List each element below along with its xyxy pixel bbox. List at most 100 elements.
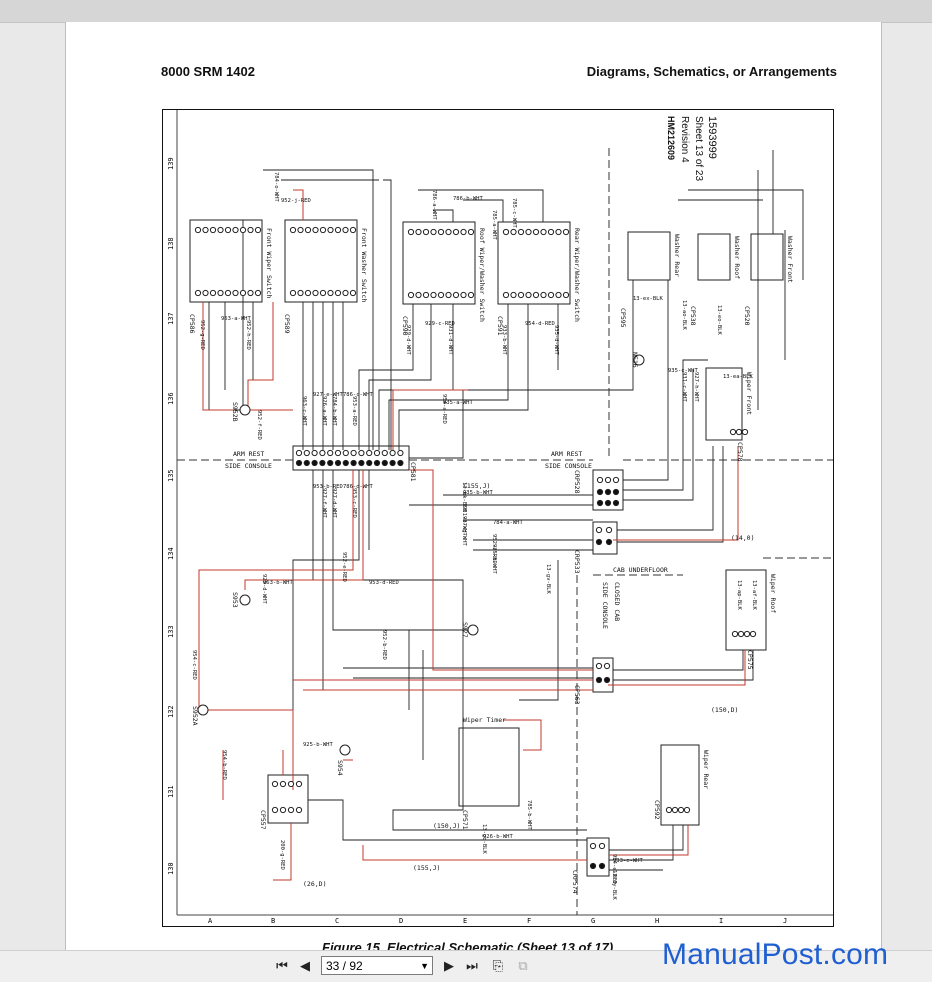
connector-pin — [247, 226, 254, 234]
next-page-icon[interactable]: ▶ — [444, 958, 454, 973]
connector-label: CRP533 — [573, 550, 581, 574]
copy-icon[interactable]: ⧉ — [518, 958, 528, 973]
connector-pin — [743, 630, 751, 638]
grid-letter: G — [591, 917, 595, 925]
connector-pin — [358, 459, 365, 467]
wire-label: 786-b-WHT — [453, 196, 483, 202]
viewer-top-bar — [0, 0, 932, 23]
connector-pin — [749, 630, 757, 638]
connector-pin — [596, 488, 604, 496]
connector-pin — [525, 228, 532, 236]
connector-pin — [596, 499, 604, 507]
connector-pin — [289, 226, 297, 234]
connector-pin — [311, 449, 318, 457]
wiper-rear-label: Wiper Rear — [702, 750, 710, 789]
wire-label: 786-a-WHT — [431, 190, 437, 220]
connector-pin — [287, 806, 295, 814]
wire-label: 953-c-RED — [351, 488, 357, 518]
chevron-down-icon[interactable]: ▼ — [420, 961, 429, 971]
wire-label: 785-c-WHT — [511, 198, 517, 228]
connector-pin — [407, 291, 415, 299]
wire-label: 954-a-RED — [441, 394, 447, 424]
grid-letter: F — [527, 917, 531, 925]
connector-pin — [604, 488, 612, 496]
side-console-label: SIDE CONSOLE — [601, 582, 609, 629]
connector-label: CP578 — [736, 442, 744, 462]
prev-page-icon[interactable]: ◀ — [300, 958, 310, 973]
connector-pin — [304, 226, 312, 234]
connector-pin — [415, 228, 422, 236]
wire-label: 784-a-WHT — [493, 520, 523, 526]
connector-pin — [224, 226, 232, 234]
connector-label: CRP528 — [573, 470, 581, 494]
wire-label: 952-e-RED — [341, 552, 347, 582]
wire-label: 925-b-WHT — [303, 742, 333, 748]
connector-pin — [334, 449, 342, 457]
sheet-reference: (155,J) — [463, 482, 490, 490]
grid-letter: A — [208, 917, 213, 925]
connector-pin — [595, 526, 603, 534]
connector-pin — [683, 806, 691, 814]
wire-label: 785-a-WHT — [491, 210, 497, 240]
connector-pin — [540, 228, 547, 236]
connector-pin — [397, 449, 404, 457]
grid-letter: J — [783, 917, 787, 925]
connector-pin — [467, 228, 475, 236]
side-console-label: SIDE CONSOLE — [545, 462, 592, 470]
connector-pin — [502, 228, 510, 236]
wire-label: 927-e-WHT — [313, 392, 343, 398]
wire-label: 13-eo-BLK — [716, 305, 722, 335]
washer-rear-label: Washer Rear — [673, 234, 681, 277]
grid-number: 138 — [167, 237, 175, 250]
wire-label: 13-bk-BLK — [461, 482, 467, 512]
wire-label: 963-a-WHT — [221, 316, 251, 322]
connector-pin — [445, 291, 452, 299]
connector-pin — [510, 291, 517, 299]
connector-pin — [366, 449, 373, 457]
connector-pin — [437, 291, 445, 299]
wire-label: 953-b-RED — [313, 484, 343, 490]
connector-pin — [415, 291, 422, 299]
connector-pin — [665, 806, 673, 814]
connector-pin — [334, 226, 342, 234]
connector-pin — [350, 449, 357, 457]
wire-label: 13-ex-BLK — [633, 296, 663, 302]
connector-pin — [532, 228, 540, 236]
grid-letter: D — [399, 917, 403, 925]
export-icon[interactable]: ⎘ — [492, 958, 504, 973]
page-number-input[interactable]: 33 / 92 ▼ — [321, 956, 433, 975]
wire-label: 13-ap-BLK — [736, 580, 742, 610]
connector-pin — [295, 780, 303, 788]
connector-pin — [381, 449, 388, 457]
connector-label: CRP574 — [571, 870, 579, 894]
wire-label: 13-ao-BLK — [681, 300, 687, 330]
connector-pin — [735, 428, 743, 436]
wire-label: 929-c-RED — [425, 321, 455, 327]
wire-label: 786-d-WHT — [343, 484, 373, 490]
connector-pin — [598, 862, 606, 870]
watermark-logo: ManualPost.com — [662, 938, 889, 971]
wire-label: 786-c-WHT — [343, 392, 373, 398]
connector-pin — [232, 226, 239, 234]
last-page-icon[interactable]: ⏭ — [466, 958, 478, 973]
connector-pin — [349, 289, 357, 297]
splice-label: S952B — [231, 402, 239, 422]
connector-pin — [295, 449, 303, 457]
connector-pin — [603, 662, 611, 670]
splice-label: S952A — [191, 706, 199, 726]
connector-pin — [604, 476, 612, 484]
wire-label: 952-h-RED — [245, 320, 251, 350]
connector-pin — [194, 226, 202, 234]
rear-wiper-washer-switch-label: Rear Wiper/Washer Switch — [573, 228, 581, 322]
header-document-id: 8000 SRM 1402 — [161, 64, 255, 79]
connector-pin — [555, 291, 562, 299]
wire-label: 13-gv-BLK — [545, 564, 551, 594]
wire-label: 954-d-RED — [525, 321, 555, 327]
connector-pin — [741, 428, 749, 436]
connector-pin — [295, 806, 303, 814]
first-page-icon[interactable]: ⏮ — [276, 958, 288, 973]
connector-pin — [612, 488, 620, 496]
grid-number: 137 — [167, 312, 175, 325]
connector-pin — [731, 630, 739, 638]
grid-number: 130 — [167, 862, 175, 875]
